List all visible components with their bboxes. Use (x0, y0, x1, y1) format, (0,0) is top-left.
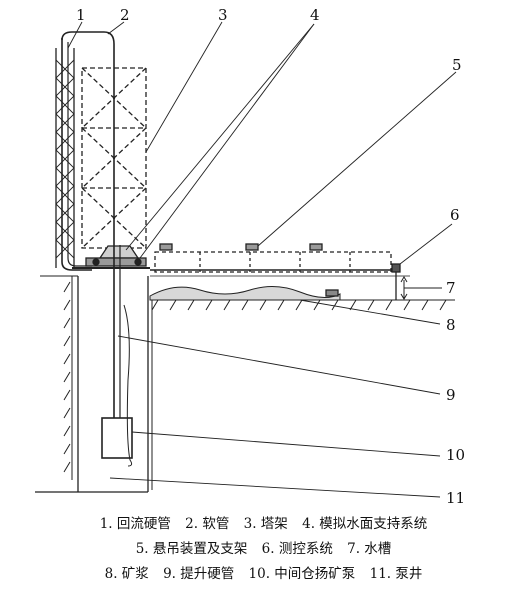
legend-item-10: 10. 中间仓扬矿泵 (248, 566, 356, 582)
tower-frame (81, 67, 147, 249)
legend-item-11: 11. 泵井 (369, 566, 423, 582)
callout-6: 6 (450, 206, 460, 224)
callout-3: 3 (218, 6, 228, 24)
legend-item-5: 5. 悬吊装置及支架 (135, 541, 248, 557)
legend-item-2: 2. 软管 (185, 516, 230, 532)
legend-line-2: 5. 悬吊装置及支架 6. 测控系统 7. 水槽 (0, 537, 527, 562)
collector-box (325, 289, 339, 297)
lifting-rigid-pipe (113, 245, 133, 467)
callout-labels: 1 2 3 4 5 6 7 8 9 10 11 (76, 6, 465, 507)
legend-item-8: 8. 矿浆 (104, 566, 149, 582)
legend-item-4: 4. 模拟水面支持系统 (302, 516, 428, 532)
callout-9: 9 (446, 386, 456, 404)
legend-item-7: 7. 水槽 (347, 541, 392, 557)
callout-4: 4 (310, 6, 320, 24)
legend-item-9: 9. 提升硬管 (163, 566, 235, 582)
callout-2: 2 (120, 6, 130, 24)
system-diagram: 1 2 3 4 5 6 7 8 9 10 11 (35, 6, 465, 507)
figure-legend: 1. 回流硬管 2. 软管 3. 塔架 4. 模拟水面支持系统 5. 悬吊装置及… (0, 512, 527, 592)
callout-8: 8 (446, 316, 456, 334)
legend-line-1: 1. 回流硬管 2. 软管 3. 塔架 4. 模拟水面支持系统 (0, 512, 527, 537)
legend-item-1: 1. 回流硬管 (99, 516, 171, 532)
leader-lines (67, 21, 457, 498)
pump-well (35, 276, 149, 493)
control-sensor (391, 263, 401, 273)
legend-item-3: 3. 塔架 (243, 516, 288, 532)
hose (61, 31, 115, 245)
suspension-platform (154, 243, 392, 273)
surface-support-system (72, 245, 150, 269)
return-rigid-pipe (55, 38, 92, 271)
callout-10: 10 (446, 446, 465, 464)
intermediate-bin-pump (101, 417, 133, 459)
callout-5: 5 (452, 56, 462, 74)
callout-1: 1 (76, 6, 86, 24)
legend-item-6: 6. 测控系统 (261, 541, 333, 557)
callout-11: 11 (446, 489, 465, 507)
callout-7: 7 (446, 279, 456, 297)
legend-line-3: 8. 矿浆 9. 提升硬管 10. 中间仓扬矿泵 11. 泵井 (0, 562, 527, 587)
slurry (149, 286, 341, 301)
